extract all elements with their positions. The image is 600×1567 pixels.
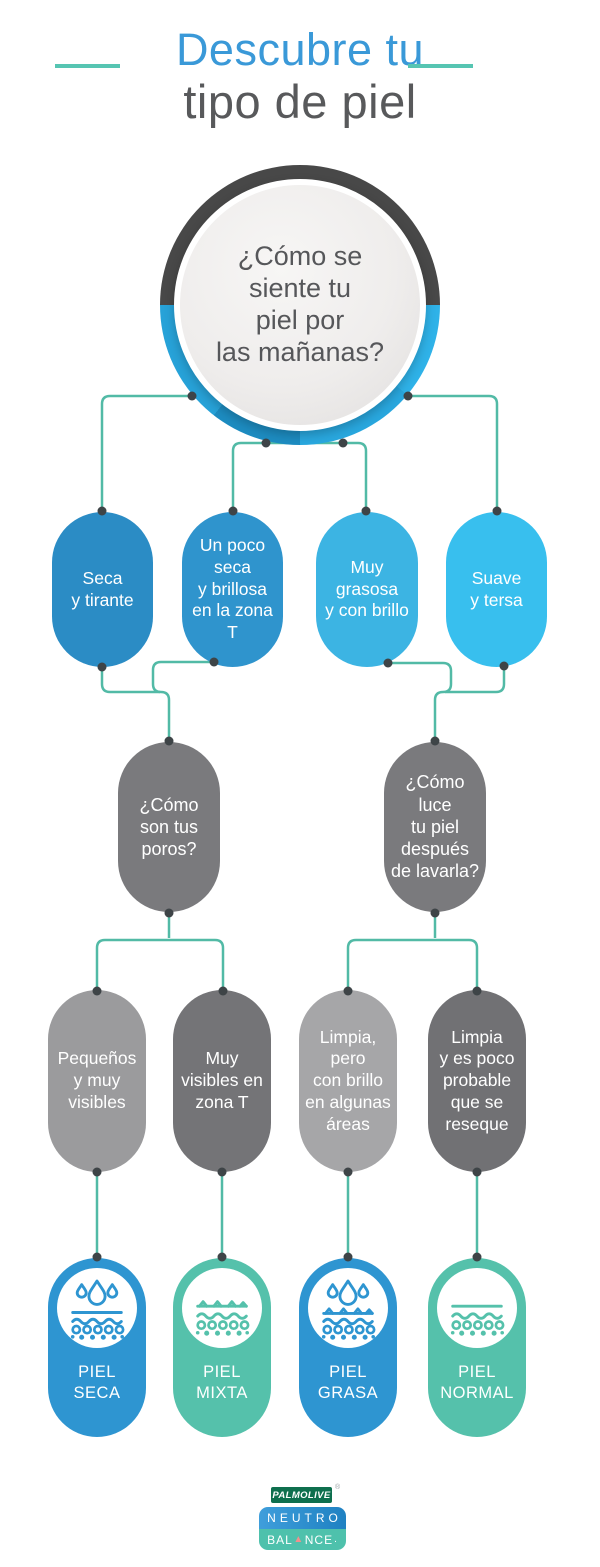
question-poros: ¿Cómo son tus poros? <box>118 742 220 912</box>
connector-option4-to-q-lavar <box>445 666 506 694</box>
balance-text-post: NCE <box>304 1532 334 1547</box>
title-divider-right <box>408 64 473 68</box>
result-label: PIEL MIXTA <box>196 1363 248 1403</box>
registered-trademark-icon: ® <box>335 1484 341 1491</box>
result-piel-mixta: PIEL MIXTA <box>173 1258 271 1437</box>
connector-option2-to-q-poros <box>151 660 214 741</box>
answer-label: Limpia, pero con brillo en algunas áreas <box>305 1026 391 1134</box>
result-label: PIEL NORMAL <box>440 1363 514 1403</box>
answer-limpia-no-reseca: Limpia y es poco probable que se reseque <box>428 990 526 1172</box>
answer-limpia-brillo: Limpia, pero con brillo en algunas áreas <box>299 990 397 1172</box>
neutro-balance-logo: NEUTRO BAL▲NCE. <box>259 1507 346 1550</box>
connector-option1-to-q-poros <box>100 667 160 694</box>
result-label: PIEL GRASA <box>317 1363 379 1403</box>
answer-visibles-zona-t: Muy visibles en zona T <box>173 990 271 1172</box>
root-question-ring: ¿Cómo se siente tu piel por las mañanas? <box>160 165 440 445</box>
page-title-accent: Descubre tu <box>175 24 425 75</box>
result-label: PIEL SECA <box>73 1363 121 1403</box>
answer-label: Muy visibles en zona T <box>181 1048 263 1112</box>
connector-root-to-option4 <box>408 394 499 510</box>
question-label: ¿Cómo son tus poros? <box>139 794 199 860</box>
title-divider-left <box>55 64 120 68</box>
question-despues-lavar: ¿Cómo luce tu piel después de lavarla? <box>384 742 486 912</box>
option-suave-tersa: Suave y tersa <box>446 512 547 667</box>
connector-root-to-options23 <box>231 441 368 510</box>
result-piel-normal: PIEL NORMAL <box>428 1258 526 1437</box>
option-poco-seca-zona-t: Un poco seca y brillosa en la zona T <box>182 512 283 667</box>
connector-q-lavar-split <box>346 938 479 990</box>
root-question-text: ¿Cómo se siente tu piel por las mañanas? <box>174 179 426 431</box>
normal-skin-icon <box>437 1268 517 1348</box>
triangle-a-icon: ▲ <box>293 1534 305 1545</box>
dry-skin-icon <box>57 1268 137 1348</box>
neutro-wordmark: NEUTRO <box>259 1507 346 1529</box>
answer-pequenos-visibles: Pequeños y muy visibles <box>48 990 146 1172</box>
connector-option3-to-q-lavar <box>388 661 453 741</box>
balance-suffix: . <box>334 1534 338 1545</box>
option-label: Seca y tirante <box>71 567 134 610</box>
connector-root-to-option1 <box>100 394 192 510</box>
combination-skin-icon <box>182 1268 262 1348</box>
balance-text-pre: BAL <box>267 1532 293 1547</box>
option-label: Suave y tersa <box>470 567 523 610</box>
oily-skin-icon <box>308 1268 388 1348</box>
question-label: ¿Cómo luce tu piel después de lavarla? <box>390 772 480 882</box>
palmolive-logo: PALMOLIVE <box>271 1487 332 1503</box>
option-label: Muy grasosa y con brillo <box>325 556 409 621</box>
option-seca-tirante: Seca y tirante <box>52 512 153 667</box>
balance-wordmark: BAL▲NCE. <box>259 1529 346 1550</box>
result-piel-seca: PIEL SECA <box>48 1258 146 1437</box>
result-piel-grasa: PIEL GRASA <box>299 1258 397 1437</box>
option-label: Un poco seca y brillosa en la zona T <box>192 535 273 643</box>
connector-q-poros-split <box>95 938 225 990</box>
page-title-main: tipo de piel <box>183 75 417 128</box>
option-muy-grasosa: Muy grasosa y con brillo <box>316 512 418 667</box>
answer-label: Limpia y es poco probable que se reseque <box>439 1026 515 1134</box>
answer-label: Pequeños y muy visibles <box>57 1048 137 1112</box>
